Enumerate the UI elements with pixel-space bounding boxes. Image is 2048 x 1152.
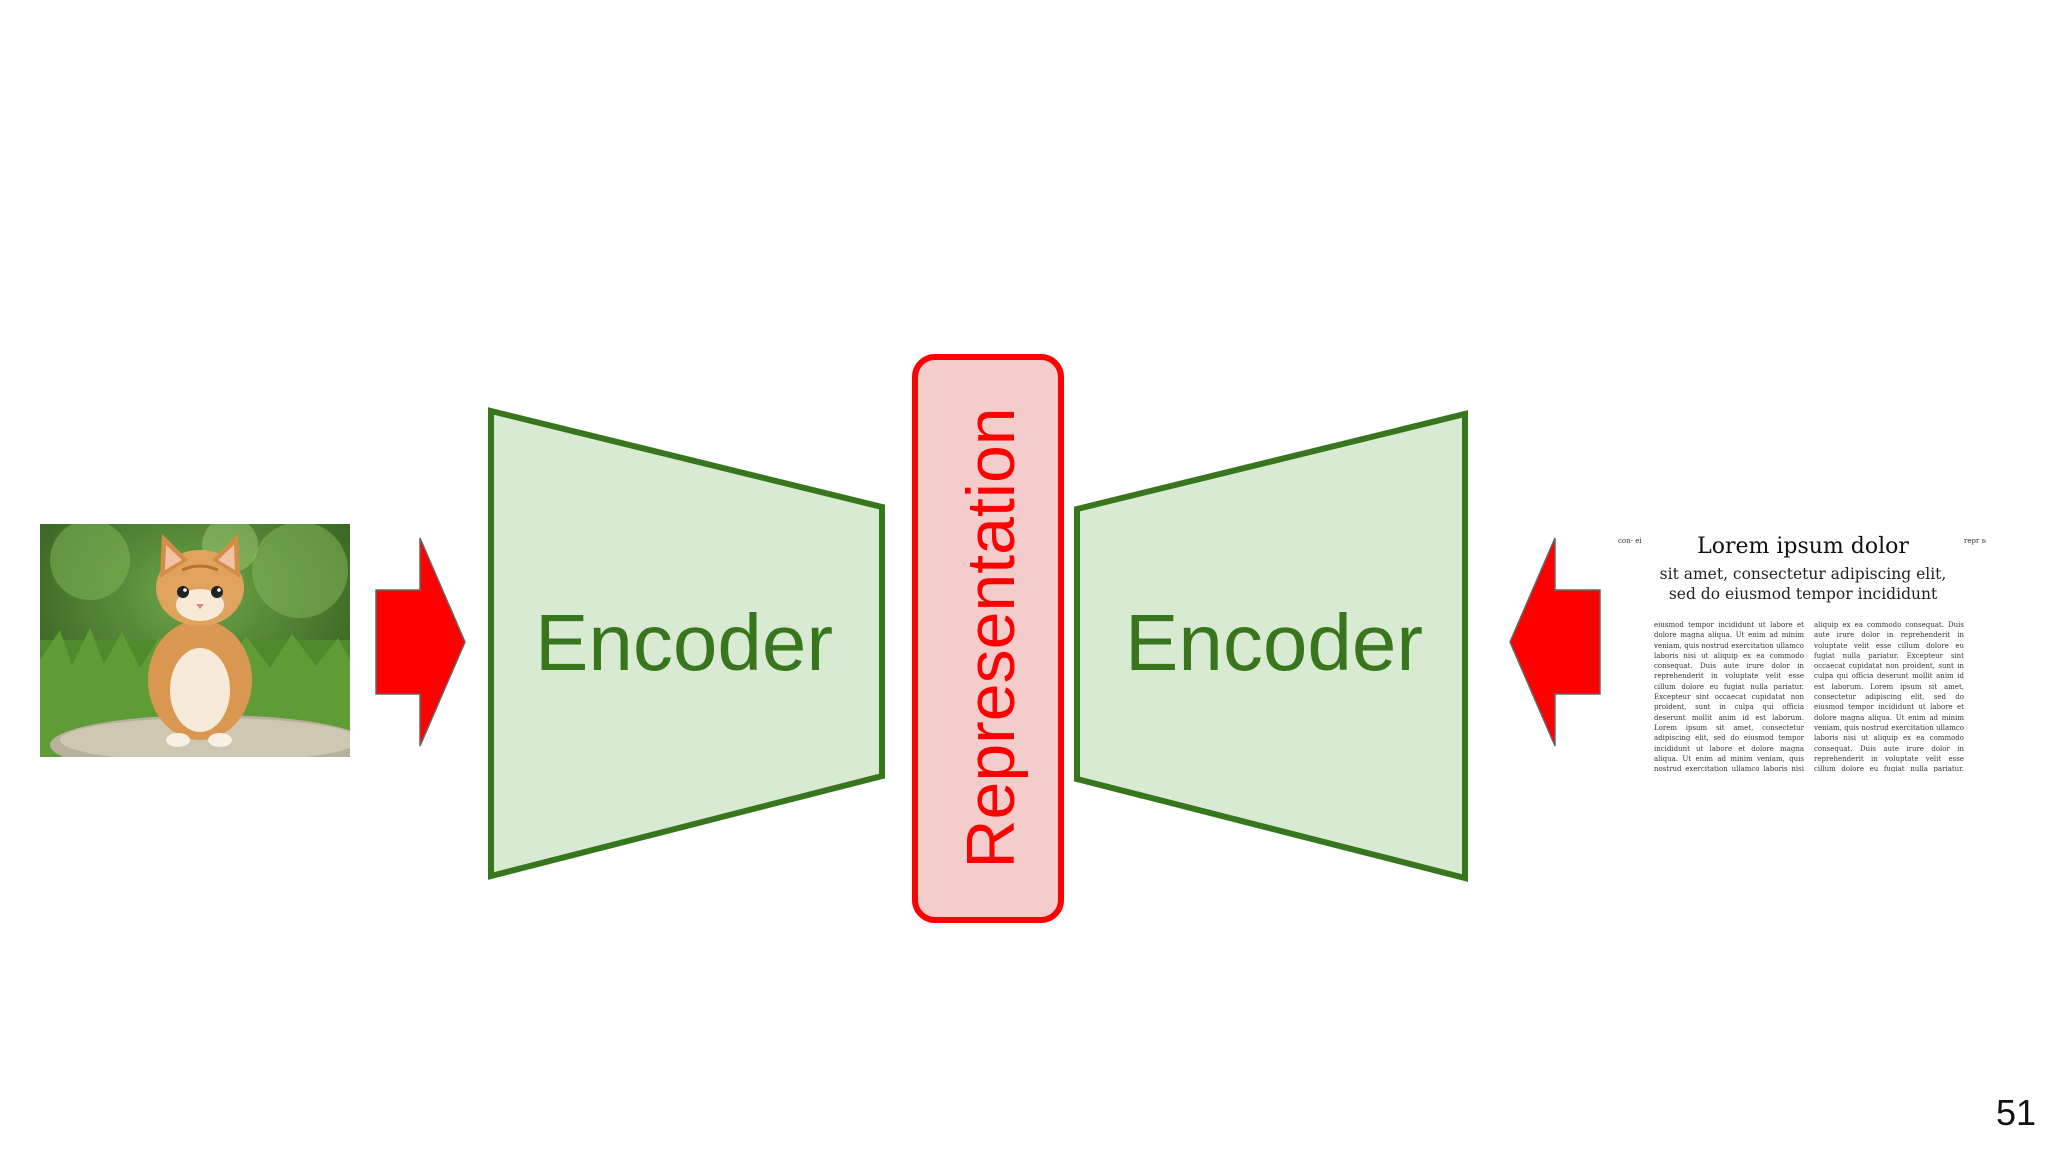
- document-body-column-2: aliquip ex ea commodo consequat. Duis au…: [1814, 621, 1964, 772]
- document-subhead: sit amet, consectetur adipiscing elit, s…: [1648, 564, 1958, 604]
- representation-label: Representation: [953, 407, 1029, 868]
- page-number: 51: [1995, 1092, 2036, 1133]
- document-edge-right: repr som nifi- cou was blan whi wait the…: [1964, 537, 1986, 545]
- representation-box: [912, 354, 1064, 923]
- document-edge-left: con- eius- re et n ve- amco con- hen- re…: [1618, 537, 1642, 545]
- document-headline: Lorem ipsum dolor: [1697, 534, 1909, 559]
- document-body-column-1: eiusmod tempor incididunt ut labore et d…: [1654, 621, 1804, 772]
- left-encoder-label: Encoder: [535, 598, 833, 687]
- kitten-photo: [40, 524, 350, 757]
- right-encoder-label: Encoder: [1125, 598, 1423, 687]
- left-input-arrow: [375, 537, 466, 747]
- right-input-arrow: [1509, 537, 1601, 747]
- document-image: con- eius- re et n ve- amco con- hen- re…: [1618, 532, 1986, 774]
- left-encoder-shape: [488, 407, 885, 880]
- document-subhead-line2: sed do eiusmod tempor incididunt: [1668, 585, 1938, 603]
- document-subhead-line1: sit amet, consectetur adipiscing elit,: [1659, 565, 1947, 583]
- right-encoder-shape: [1074, 410, 1468, 882]
